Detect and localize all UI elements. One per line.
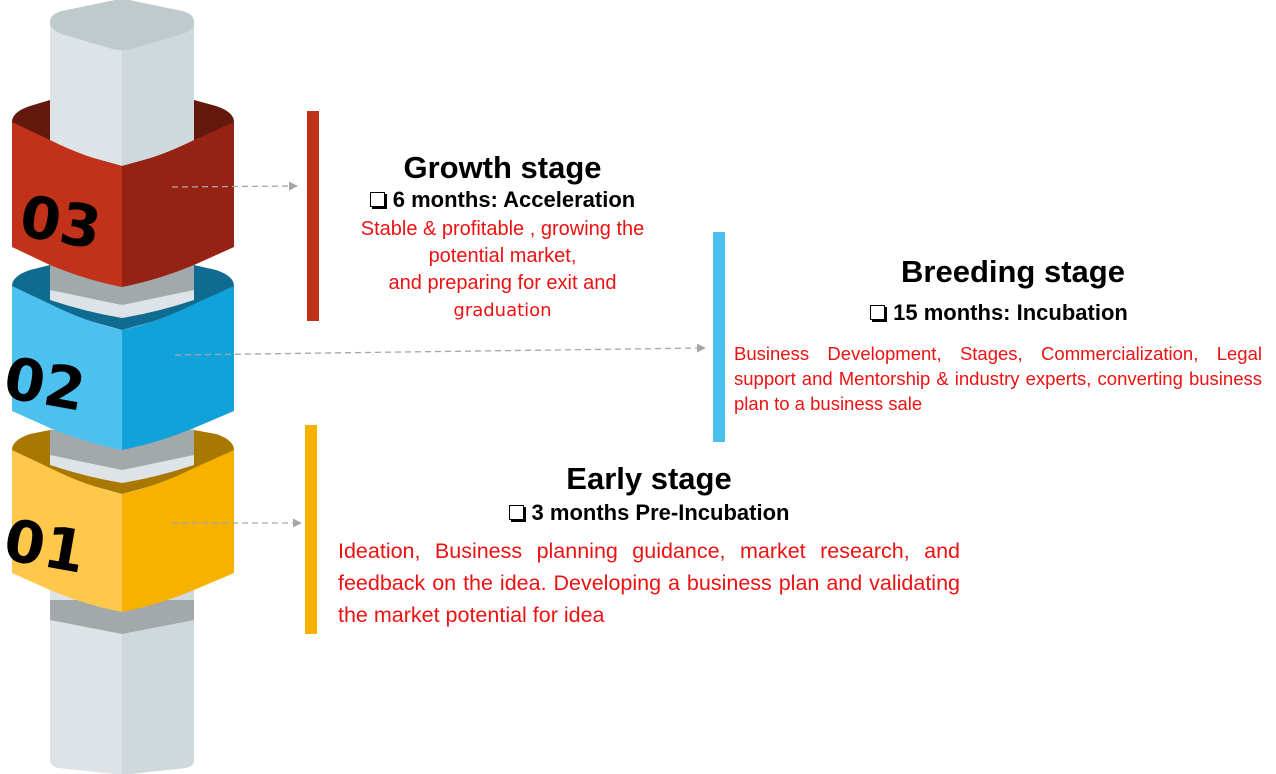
band-02-label: 02 [0,344,90,425]
band-02: 02 [0,265,234,450]
growth-accent-bar [307,111,319,321]
band-03: 03 [12,100,234,287]
breeding-stage-title: Breeding stage [901,254,1125,289]
band-01: 01 [0,430,234,612]
arrow-02-to-breeding [174,343,706,356]
growth-stage-duration: 6 months: Acceleration [330,186,675,214]
early-stage-title: Early stage [566,461,732,496]
breeding-stage-duration: 15 months: Incubation [734,299,1262,327]
growth-stage-description: Stable & profitable , growing the potent… [360,218,645,321]
band-01-label: 01 [0,506,90,587]
breeding-stage: Breeding stage 15 months: Incubation Bus… [734,254,1262,416]
band-03-label: 03 [15,182,106,263]
breeding-stage-description: Business Development, Stages, Commercial… [734,343,1262,414]
early-stage: Early stage 3 months Pre-Incubation Idea… [338,461,960,631]
early-stage-duration: 3 months Pre-Incubation [338,499,960,527]
early-accent-bar [305,425,317,634]
checkbox-icon [369,192,385,207]
growth-stage: Growth stage 6 months: Acceleration Stab… [330,150,675,324]
pillar-illustration: 03 02 01 [0,0,234,774]
checkbox-icon [508,505,524,520]
breeding-accent-bar [713,232,725,442]
checkbox-icon [870,305,886,320]
early-stage-description: Ideation, Business planning guidance, ma… [338,539,960,627]
growth-stage-title: Growth stage [403,150,602,185]
